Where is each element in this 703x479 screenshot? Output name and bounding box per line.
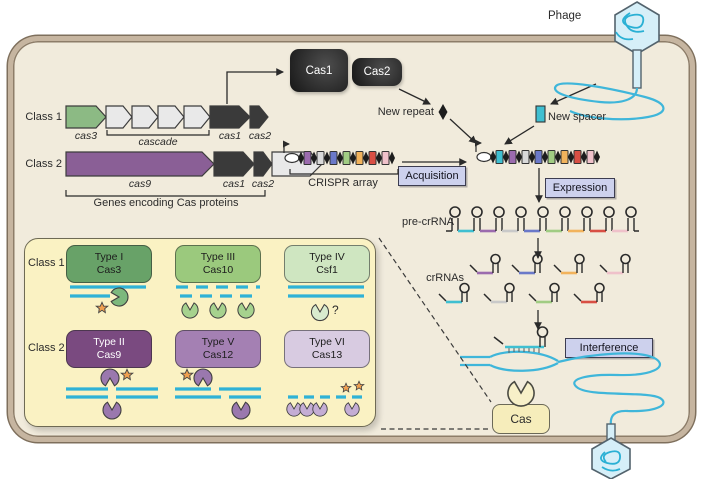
pre-crrna-label: pre-crRNA [402,216,454,228]
cascade-label: cascade [138,136,178,148]
interference-label: Interference [565,338,653,358]
cas1-gene-label-row1: cas1 [218,130,242,142]
genes-bracket-label: Genes encoding Cas proteins [93,197,239,209]
crrnas-label: crRNAs [426,272,464,284]
cas3-gene-label: cas3 [74,130,98,142]
expression-label: Expression [545,178,615,198]
types-class2-label: Class 2 [28,342,65,354]
cas2-gene-label-row2: cas2 [251,178,275,190]
cas1-protein-label: Cas1 [305,64,333,77]
phage-label: Phage [548,10,582,22]
class2-operon-label: Class 2 [25,158,62,170]
cas2-protein-label: Cas2 [363,66,391,78]
cas2-protein-box: Cas2 [352,58,402,86]
crispr-array-label: CRISPR array [308,177,378,189]
cas2-gene-label-row1: cas2 [248,130,272,142]
new-repeat-label: New repeat [377,106,434,118]
acquisition-label: Acquisition [398,166,466,186]
phage-dna-scribble-bottom [600,450,621,472]
type-iv-question-mark: ? [332,303,339,317]
phage-capsid-bottom [591,437,631,479]
cas1-gene-label-row2: cas1 [222,178,246,190]
class1-operon-label: Class 1 [25,111,62,123]
cas-effector-box: Cas [492,404,550,434]
new-spacer-label: New spacer [548,111,607,123]
types-class1-label: Class 1 [28,257,65,269]
cas1-protein-box: Cas1 [290,49,348,92]
cas9-gene-label: cas9 [128,178,152,190]
